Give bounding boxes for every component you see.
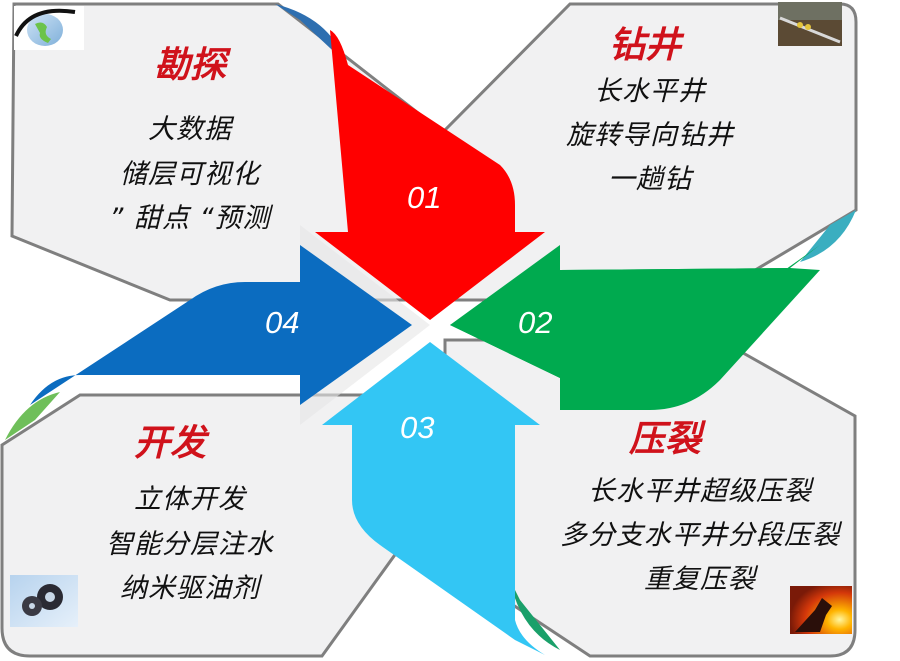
title-exploration: 勘探 <box>153 45 226 86</box>
arrow-01 <box>315 30 545 320</box>
exploration-item-2: 储层可视化 <box>120 159 260 190</box>
title-fracturing: 压裂 <box>628 419 701 460</box>
arrow-03 <box>322 342 545 655</box>
drill-pipe-photo-icon <box>778 2 842 46</box>
fracturing-item-3: 重复压裂 <box>644 564 756 595</box>
arrow-number-04: 04 <box>265 305 300 340</box>
nano-particles-photo-icon <box>10 575 78 627</box>
exploration-item-3: ” 甜点 “预测 <box>109 203 271 234</box>
development-item-2: 智能分层注水 <box>106 529 274 560</box>
development-item-1: 立体开发 <box>134 484 246 515</box>
eye-globe-icon <box>14 6 84 50</box>
card-fracturing <box>443 338 857 658</box>
title-drilling: 钻井 <box>608 25 681 66</box>
arrow-number-03: 03 <box>400 410 435 445</box>
drilling-item-1: 长水平井 <box>594 76 706 107</box>
drilling-item-3: 一趟钻 <box>608 164 692 195</box>
title-development: 开发 <box>133 423 206 464</box>
arrow-number-01: 01 <box>407 180 442 215</box>
exploration-item-1: 大数据 <box>148 114 232 145</box>
arrow-02-lower <box>450 268 820 410</box>
fracturing-item-2: 多分支水平井分段压裂 <box>560 520 840 551</box>
arrow-number-02: 02 <box>518 305 553 340</box>
fracturing-item-1: 长水平井超级压裂 <box>588 476 812 507</box>
drilling-item-2: 旋转导向钻井 <box>566 120 734 151</box>
development-item-3: 纳米驱油剂 <box>120 573 260 604</box>
pumpjack-sunset-photo-icon <box>790 586 852 634</box>
arrow-04 <box>30 245 412 405</box>
